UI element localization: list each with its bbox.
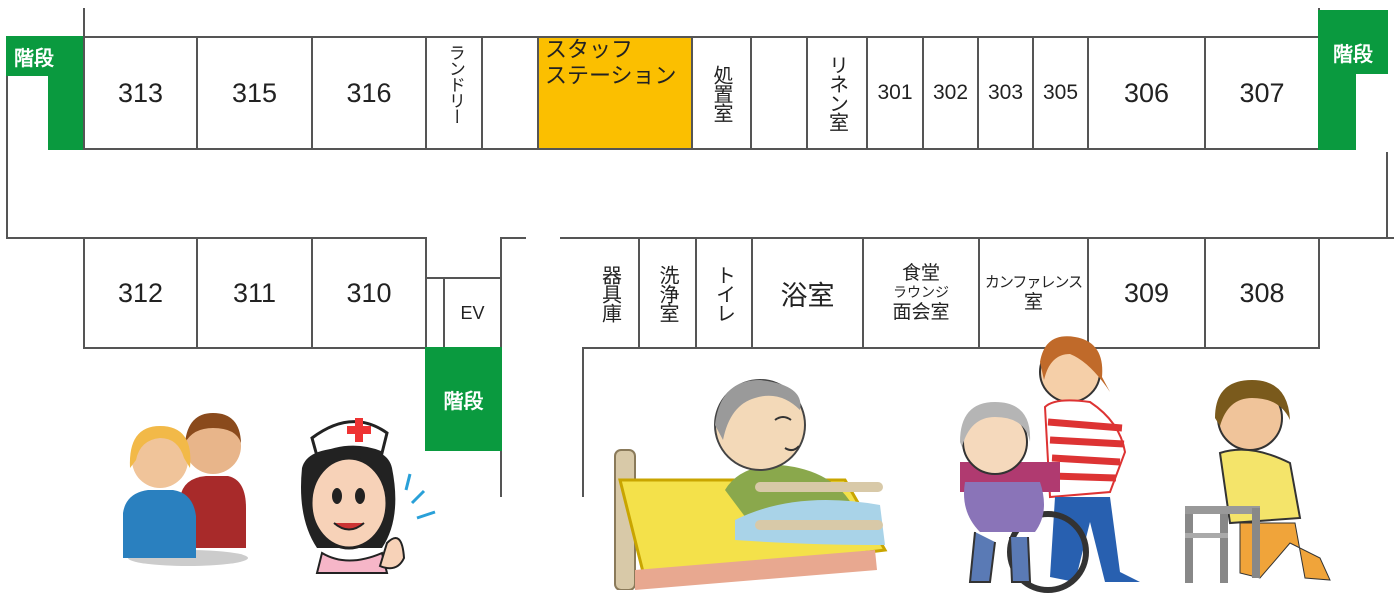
top-outer-left — [83, 8, 85, 38]
room-ev-outer — [425, 277, 445, 349]
room-315: 315 — [196, 36, 313, 150]
room-toilet: トイレ — [695, 237, 753, 349]
room-linen: リネン室 — [806, 36, 868, 150]
walker-elderly-icon — [1185, 380, 1331, 583]
wheelchair-caregiver-icon — [960, 336, 1140, 593]
room-washroom: 洗浄室 — [638, 237, 697, 349]
room-303: 303 — [977, 36, 1034, 150]
corridor-left-wall — [6, 36, 8, 239]
stairs-bottom-center: 階段 — [425, 347, 502, 451]
room-306: 306 — [1087, 36, 1206, 150]
room-310: 310 — [311, 237, 427, 349]
bedridden-patient-icon — [614, 379, 888, 590]
room-laundry: ランドリー — [425, 36, 483, 150]
room-treatment: 処置室 — [691, 36, 752, 150]
room-equipment: 器具庫 — [582, 237, 640, 349]
room-ev: EV — [443, 277, 502, 349]
room-dining: 食堂 ラウンジ 面会室 — [862, 237, 980, 349]
stair-shaft-right — [582, 347, 584, 497]
room-bath: 浴室 — [751, 237, 864, 349]
room-316: 316 — [311, 36, 427, 150]
room-blank-2 — [750, 36, 808, 150]
nurse-icon — [301, 418, 436, 574]
stairs-label: 階段 — [443, 388, 484, 413]
room-313: 313 — [83, 36, 198, 150]
corridor-bottom-wall-mid — [500, 237, 526, 239]
room-conference: カンファレンス 室 — [978, 237, 1089, 349]
stairs-top-left: 階段 — [6, 36, 85, 76]
stairs-top-left-step — [48, 74, 85, 150]
room-307: 307 — [1204, 36, 1320, 150]
room-305: 305 — [1032, 36, 1089, 150]
room-308: 308 — [1204, 237, 1320, 349]
room-309: 309 — [1087, 237, 1206, 349]
room-staff-station: スタッフ ステーション — [537, 36, 693, 150]
stairs-label: 階段 — [1333, 42, 1373, 66]
room-312: 312 — [83, 237, 198, 349]
room-301: 301 — [866, 36, 924, 150]
stairs-label: 階段 — [14, 45, 54, 70]
room-311: 311 — [196, 237, 313, 349]
room-blank-1 — [481, 36, 539, 150]
room-302: 302 — [922, 36, 979, 150]
ev-upper-top — [425, 277, 502, 279]
stairs-top-right-notch — [1356, 74, 1388, 152]
family-icon — [123, 413, 248, 566]
ev-upper-left — [425, 237, 427, 279]
